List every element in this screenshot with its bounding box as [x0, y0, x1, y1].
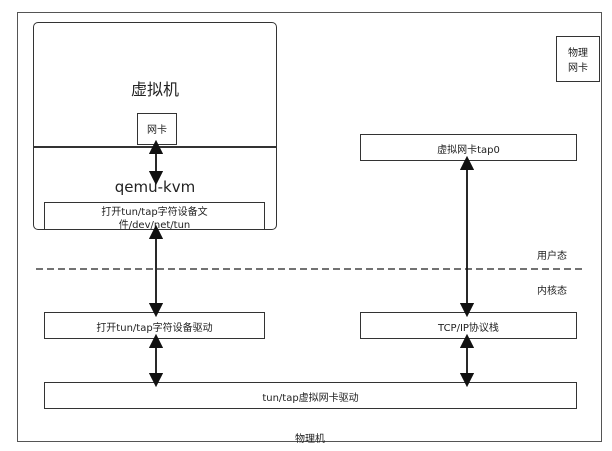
open-tun-driver-label: 打开tun/tap字符设备驱动 — [96, 323, 213, 334]
user-space-label: 用户态 — [537, 251, 567, 262]
tun-driver-label: tun/tap虚拟网卡驱动 — [262, 393, 359, 404]
tcpip-stack-label: TCP/IP协议栈 — [438, 323, 499, 334]
kernel-space-label: 内核态 — [537, 286, 567, 297]
physical-nic-box — [556, 36, 600, 82]
vm-title: 虚拟机 — [130, 80, 179, 99]
vm-nic-box — [137, 113, 177, 145]
vm-nic-label: 网卡 — [147, 125, 167, 136]
physical-nic-label-line1: 物理 — [568, 48, 588, 59]
tun-driver-box — [44, 382, 577, 409]
physical-machine-label: 物理机 — [295, 434, 325, 445]
physical-nic-label-line2: 网卡 — [568, 63, 588, 74]
virtual-nic-tap0-label: 虚拟网卡tap0 — [437, 145, 500, 156]
qemu-kvm-title: qemu-kvm — [114, 178, 196, 196]
open-tun-device-file-line1: 打开tun/tap字符设备文 — [101, 207, 208, 218]
